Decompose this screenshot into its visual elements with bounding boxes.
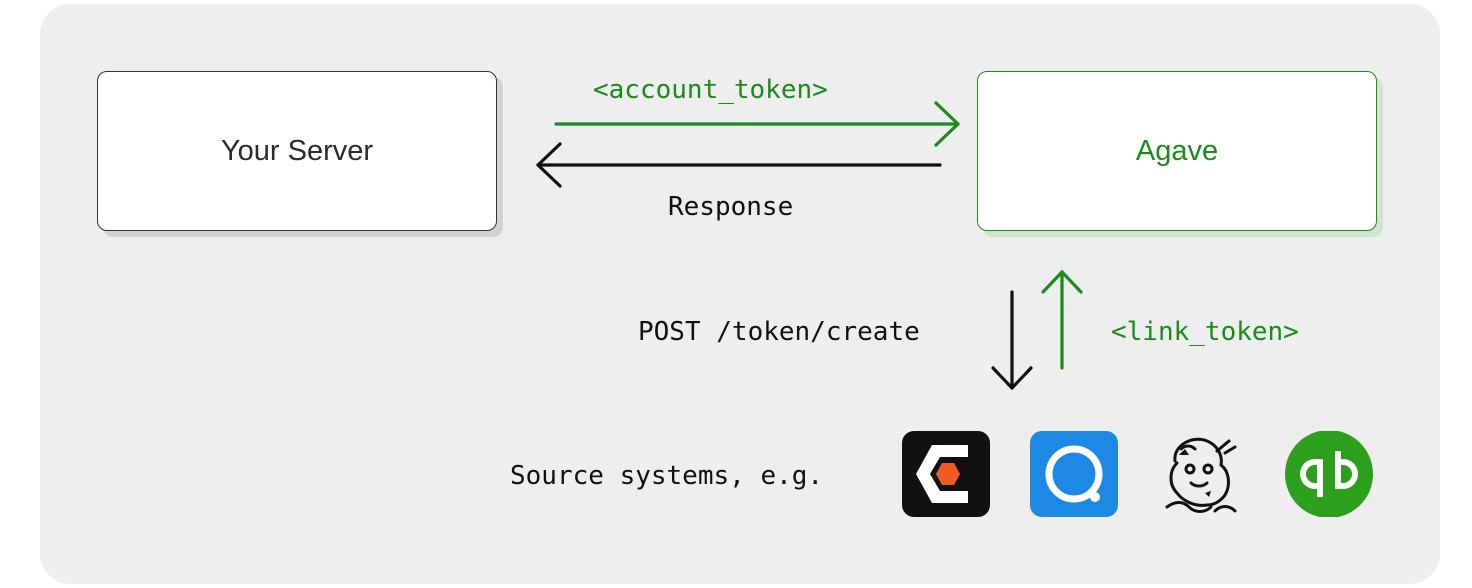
quickbooks-logo-icon: [1285, 431, 1373, 517]
post-down-arrow: [991, 290, 1033, 390]
link-token-up-arrow: [1041, 270, 1083, 370]
link-token-label: <link_token>: [1111, 317, 1299, 347]
response-label: Response: [668, 192, 794, 222]
your-server-label: Your Server: [220, 134, 374, 167]
qb-round-logo-icon: [1030, 431, 1118, 517]
mascot-logo-icon: [1165, 437, 1237, 513]
procore-logo-icon: [902, 431, 990, 517]
response-arrow: [536, 142, 942, 188]
your-server-node: Your Server: [97, 71, 497, 231]
agave-node: Agave: [977, 71, 1377, 231]
agave-label: Agave: [1135, 134, 1219, 167]
account-token-arrow: [554, 101, 960, 147]
account-token-label: <account_token>: [593, 75, 828, 105]
post-token-create-label: POST /token/create: [638, 317, 920, 347]
source-systems-label: Source systems, e.g.: [510, 461, 824, 491]
